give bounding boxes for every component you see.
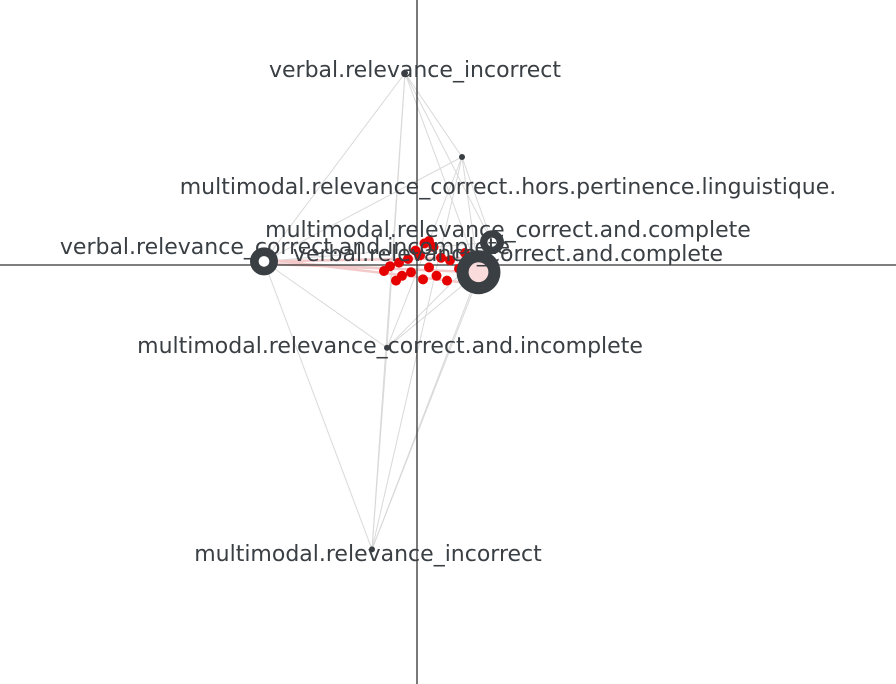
category-labels-layer: verbal.relevance_incorrect multimodal.rel…	[60, 58, 836, 567]
category-node-vrcc	[456, 250, 501, 295]
category-label-mrci: multimodal.relevance_correct.and.incompl…	[137, 334, 643, 359]
edge-mrhp-mrci	[386, 156, 463, 348]
edge-mrcc-vrci	[263, 241, 493, 262]
individual-point	[424, 262, 434, 273]
individual-point	[406, 267, 416, 278]
category-nodes-layer	[250, 70, 504, 553]
edges-layer	[263, 72, 493, 550]
category-label-mrcc: multimodal.relevance_correct.and.complet…	[265, 218, 751, 243]
edge-vri-vrci	[263, 72, 406, 262]
edge-vrcc-mri	[371, 272, 479, 550]
category-node-mrhp	[459, 154, 465, 160]
category-node-vrci	[250, 247, 278, 276]
individual-points-layer	[379, 236, 470, 286]
category-label-vrci: verbal.relevance_correct.and.incomplete	[60, 235, 510, 260]
individual-point	[403, 254, 413, 264]
edge-mrci-mri	[371, 347, 388, 550]
category-node-mrcc	[480, 230, 504, 255]
category-label-mrhp: multimodal.relevance_correct..hors.perti…	[180, 175, 837, 200]
individual-point	[424, 236, 434, 246]
category-node-vri	[402, 70, 408, 76]
individual-point	[431, 270, 442, 281]
category-label-vrcc: verbal.relevance_correct.and.complete	[293, 242, 723, 267]
category-label-mri: multimodal.relevance_incorrect	[194, 542, 542, 567]
individual-point	[436, 252, 446, 263]
individual-point	[379, 266, 389, 276]
individual-point	[391, 275, 401, 286]
category-node-mri	[369, 546, 375, 553]
edge-vrci-mri	[263, 261, 373, 550]
category-node-mrci	[384, 344, 390, 351]
edge-vri-mrhp	[404, 72, 463, 158]
individual-point	[445, 255, 455, 266]
edge-mrhp-mrcc	[461, 156, 493, 243]
individual-point	[418, 274, 428, 285]
edge-vri-mrcc	[404, 72, 493, 243]
individual-point	[442, 275, 452, 286]
individual-point	[410, 245, 421, 256]
edge-mrhp-vrci	[263, 156, 463, 262]
individual-point	[394, 257, 404, 268]
category-label-vri: verbal.relevance_incorrect	[269, 58, 561, 83]
edge-vrci-mrci	[263, 260, 388, 349]
